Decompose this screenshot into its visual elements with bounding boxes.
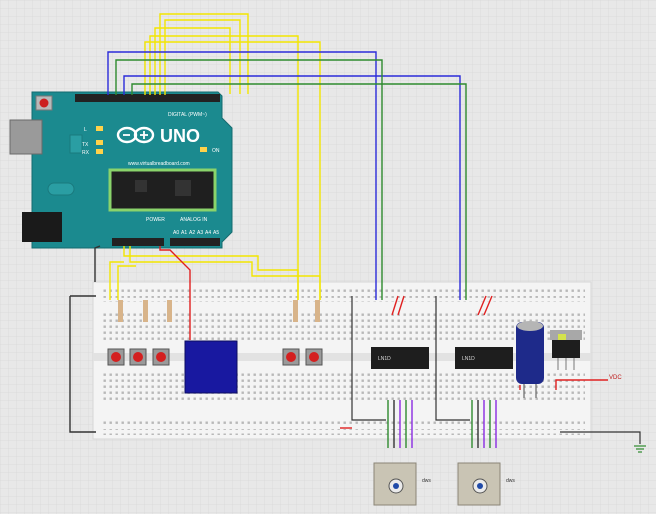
resistor [315,300,320,322]
microcontroller [108,168,217,212]
wire-yellow [109,261,124,300]
usb-port [9,119,43,155]
power-jack [22,212,62,242]
chip-label-1: LN1D [378,356,391,362]
push-buttons[interactable] [107,348,323,366]
servo-wires [387,400,497,448]
on-label: ON [212,148,220,154]
wire-yellow [154,27,231,95]
wire-yellow [164,19,241,95]
lcd-module [184,340,238,394]
servo-1 [373,462,417,506]
wire-red [159,246,191,340]
led-tx-label: TX [82,142,89,148]
wire-yellow [144,41,321,300]
servo-2-label: dws [506,478,515,484]
black-wires [351,296,641,444]
servo-2 [457,462,501,506]
analog-pin-a2: A2 [189,230,195,236]
resistor [293,300,298,322]
analog-pin-a5: A5 [213,230,219,236]
led-l-label: L [84,127,87,133]
digital-label: DIGITAL (PWM~) [168,112,207,118]
ground-icon [634,445,646,453]
analog-header [170,238,220,246]
led-rx-label: RX [82,150,90,156]
resistors [118,300,320,322]
analog-label: ANALOG IN [180,217,208,223]
analog-pin-a0: A0 [173,230,179,236]
voltage-regulator [550,330,582,370]
led-on [200,147,207,152]
website-label: www.virtualbreadboard.com [128,161,190,167]
driver-chip-1 [371,347,429,369]
analog-pin-a3: A3 [197,230,203,236]
analog-pin-a1: A1 [181,230,187,236]
arduino-board [9,91,233,249]
resistor [143,300,148,322]
arduino-logo-text: UNO [160,126,200,146]
wire-yellow [129,246,321,300]
led-tx [96,140,103,145]
led-rx [96,149,103,154]
wire-blue [107,51,377,300]
red-jumpers [340,295,608,429]
arduino-logo-icon [116,126,155,144]
signal-wires [69,13,467,433]
wire-black [69,296,96,433]
wire-green [131,83,467,300]
chip-label-2: LN1D [462,356,475,362]
power-label: POWER [146,217,165,223]
resistor [167,300,172,322]
driver-chip-2 [455,347,513,369]
wire-yellow [149,35,299,300]
power-header [112,238,164,246]
servo-1-label: dws [422,478,431,484]
digital-header [75,94,220,102]
vcc-label: VDC [609,375,622,381]
wire-green [115,59,383,300]
led-l [96,126,103,131]
analog-pin-a4: A4 [205,230,211,236]
wire-yellow [117,265,136,300]
wire-black [94,245,101,282]
wire-blue [123,75,461,300]
resistor [118,300,123,322]
capacitor [516,321,544,398]
wire-yellow [123,246,299,300]
wire-yellow [159,13,249,95]
